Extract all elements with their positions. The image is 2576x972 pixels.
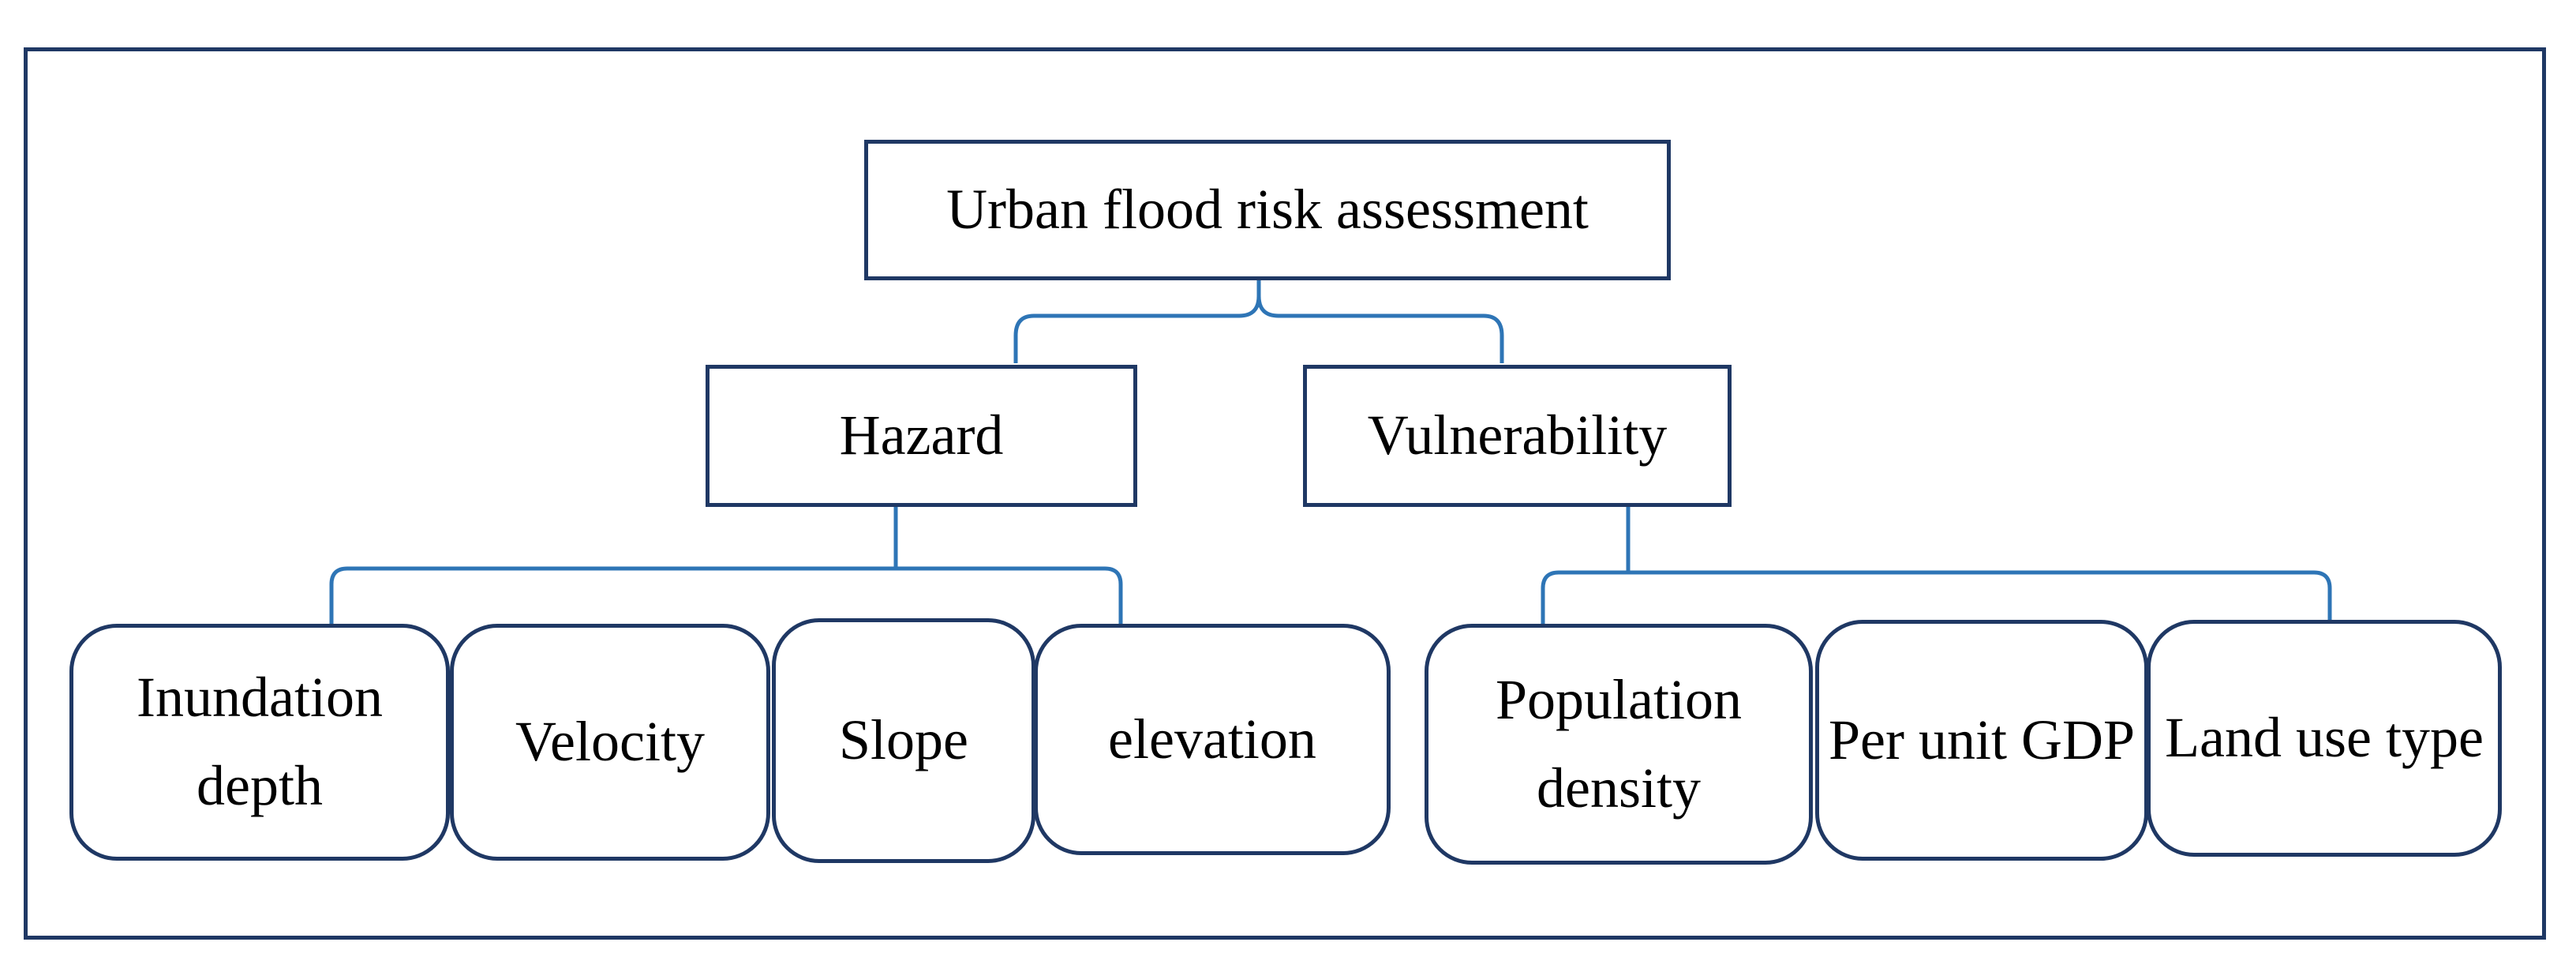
root-node-label: Urban flood risk assessment [946,178,1589,242]
root-brace-connector [1013,278,1504,363]
root-node: Urban flood risk assessment [864,140,1671,280]
leaf-label-inundation-depth: Inundation depth [137,666,383,817]
leaf-label-elevation: elevation [1108,707,1316,771]
leaf-node-land-use-type: Land use type [2147,620,2502,857]
diagram-frame [24,47,2546,940]
hazard-children-connector [329,505,1123,624]
leaf-label-land-use-type: Land use type [2165,706,2484,770]
leaf-node-population-density: Population density [1425,624,1813,865]
branch-label-vulnerability: Vulnerability [1367,403,1668,467]
leaf-label-slope: Slope [838,708,968,772]
leaf-label-velocity: Velocity [515,710,705,774]
leaf-node-inundation-depth: Inundation depth [69,624,450,861]
branch-node-hazard: Hazard [706,365,1137,507]
branch-node-vulnerability: Vulnerability [1303,365,1732,507]
leaf-node-velocity: Velocity [450,624,770,861]
vulnerability-children-connector [1541,505,2332,624]
leaf-node-elevation: elevation [1034,624,1391,855]
branch-label-hazard: Hazard [839,403,1004,467]
leaf-label-per-unit-gdp: Per unit GDP [1828,707,2136,771]
leaf-node-per-unit-gdp: Per unit GDP [1815,620,2148,861]
leaf-label-population-density: Population density [1495,667,1742,820]
leaf-node-slope: Slope [772,618,1035,863]
